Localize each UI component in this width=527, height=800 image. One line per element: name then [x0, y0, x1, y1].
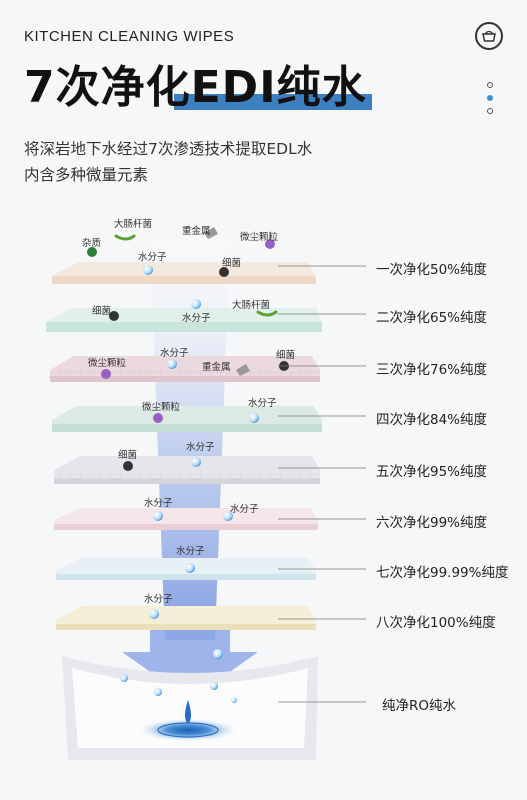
particle-label: 水分子 [182, 312, 211, 324]
page-dot[interactable] [487, 108, 493, 114]
particle-label: 重金属 [182, 225, 211, 237]
particle-label: 微尘颗粒 [88, 357, 127, 369]
particle-label: 细菌 [118, 449, 137, 461]
purification-diagram: 杂质 大肠杆菌 重金属 微尘颗粒 水分子 细菌 细菌 水分子 大肠杆菌 微尘颗粒… [46, 218, 366, 760]
particle-label: 水分子 [230, 503, 259, 515]
particle-label: 水分子 [138, 251, 167, 263]
description-line-1: 将深岩地下水经过7次渗透技术提取EDL水 [24, 140, 313, 158]
description-line-2: 内含多种微量元素 [24, 166, 149, 184]
particle-label: 水分子 [248, 397, 277, 409]
water-pool [136, 718, 240, 742]
stage-label-1: 一次净化50%纯度 [376, 262, 488, 278]
particle-label: 微尘颗粒 [142, 401, 181, 413]
description: 将深岩地下水经过7次渗透技术提取EDL水 内含多种微量元素 [24, 136, 444, 188]
particle-labels: 杂质 大肠杆菌 重金属 微尘颗粒 水分子 细菌 细菌 水分子 大肠杆菌 微尘颗粒… [82, 218, 295, 605]
stage-label-7: 七次净化99.99%纯度 [376, 565, 509, 581]
bacteria-icon [219, 267, 229, 277]
particle-label: 水分子 [176, 545, 205, 557]
water-droplets [120, 265, 259, 703]
particle-label: 杂质 [82, 237, 102, 249]
page-dot-active[interactable] [487, 95, 493, 101]
particle-label: 细菌 [222, 257, 241, 269]
particle-label: 大肠杆菌 [114, 218, 152, 230]
particle-label: 水分子 [144, 593, 173, 605]
leader-lines [278, 265, 366, 703]
page-indicator [487, 82, 493, 121]
bacteria-icon [123, 461, 133, 471]
title-accent-bar [174, 94, 372, 110]
particle-label: 水分子 [186, 441, 215, 453]
header-eyebrow: KITCHEN CLEANING WIPES [24, 28, 235, 45]
ecoli-icon [256, 310, 278, 317]
dust-icon [101, 369, 111, 379]
stage-label-8: 八次净化100%纯度 [376, 615, 496, 631]
particle-label: 微尘颗粒 [240, 231, 279, 243]
water-splash [185, 700, 191, 724]
water-beam [150, 240, 230, 640]
stage-label-3: 三次净化76%纯度 [376, 362, 488, 378]
particle-label: 水分子 [160, 347, 189, 359]
downward-arrow-icon [122, 630, 258, 700]
stage-label-6: 六次净化99%纯度 [376, 515, 488, 531]
contaminant-icons [87, 227, 289, 471]
stage-label-4: 四次净化84%纯度 [376, 412, 488, 428]
particle-label: 大肠杆菌 [232, 299, 270, 311]
particle-label: 水分子 [144, 497, 173, 509]
dust-icon [265, 239, 275, 249]
impurity-icon [87, 247, 97, 257]
filter-layers [46, 262, 322, 630]
particle-label: 重金属 [202, 361, 231, 373]
heavy-metal-icon [204, 227, 218, 239]
particle-label: 细菌 [92, 305, 111, 317]
dust-icon [153, 413, 163, 423]
stage-label-final: 纯净RO纯水 [382, 698, 457, 714]
title-block: 7次净化EDI纯水 [24, 60, 372, 116]
particle-label: 细菌 [276, 349, 295, 361]
heavy-metal-icon [236, 364, 250, 376]
bucket-badge-icon [475, 22, 503, 50]
ecoli-icon [114, 234, 136, 241]
page-title: 7次净化EDI纯水 [24, 62, 367, 113]
stage-label-5: 五次净化95%纯度 [376, 464, 488, 480]
bacteria-icon [109, 311, 119, 321]
page-dot[interactable] [487, 82, 493, 88]
stage-label-2: 二次净化65%纯度 [376, 310, 488, 326]
